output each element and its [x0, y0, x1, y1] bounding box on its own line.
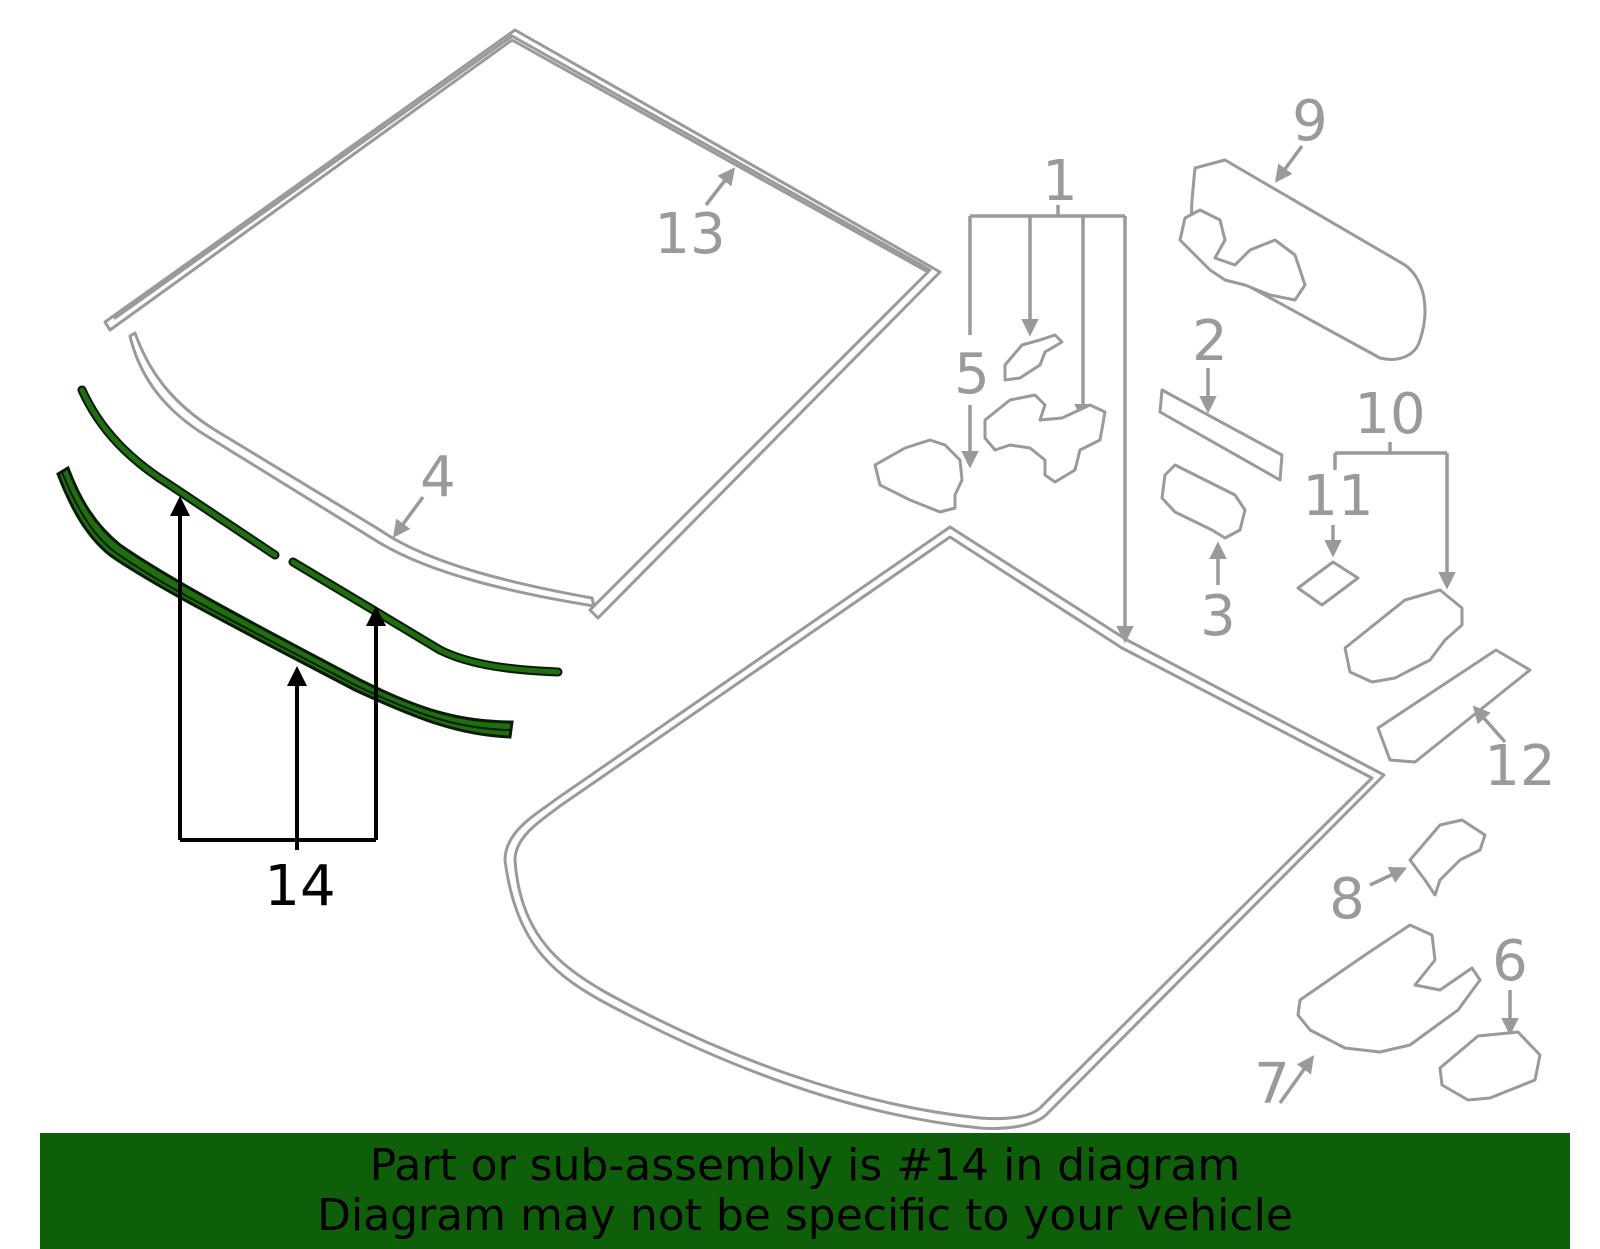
leader-9	[1274, 144, 1304, 183]
leader-10	[1333, 442, 1456, 590]
part-10	[1343, 588, 1464, 684]
callout-2: 2	[1192, 309, 1228, 374]
callout-10: 10	[1354, 382, 1425, 447]
callout-12: 12	[1484, 734, 1555, 799]
part-12	[1376, 648, 1532, 764]
callout-5: 5	[954, 342, 990, 407]
molding-13	[103, 28, 942, 620]
leader-4	[392, 495, 425, 538]
banner-line-1: Part or sub-assembly is #14 in diagram	[369, 1140, 1241, 1191]
banner-line-2: Diagram may not be specific to your vehi…	[317, 1190, 1293, 1241]
rearview-mirror-9	[1178, 158, 1427, 361]
leader-8	[1369, 867, 1408, 887]
part-6	[1438, 1030, 1542, 1102]
leader-12	[1472, 705, 1507, 744]
callout-6: 6	[1492, 929, 1528, 994]
part-7	[1296, 923, 1482, 1054]
windshield-glass	[503, 525, 1386, 1130]
callout-4: 4	[420, 445, 456, 510]
callout-1: 1	[1042, 149, 1078, 214]
callout-7: 7	[1254, 1052, 1290, 1117]
part-2	[1158, 388, 1284, 482]
callout-11: 11	[1302, 464, 1373, 529]
sensor-bracket-parts	[873, 333, 1107, 514]
molding-4	[128, 331, 596, 608]
callout-14: 14	[264, 854, 335, 919]
part-8	[1408, 818, 1487, 897]
callout-9: 9	[1292, 89, 1328, 154]
strip-14-lower	[56, 465, 514, 739]
leader-14	[170, 496, 386, 850]
callout-3: 3	[1200, 584, 1236, 649]
callout-8: 8	[1329, 867, 1365, 932]
strip-14-upper	[77, 385, 563, 677]
callout-13: 13	[654, 202, 725, 267]
info-banner: Part or sub-assembly is #14 in diagram D…	[40, 1133, 1570, 1249]
leader-1	[961, 205, 1134, 644]
leader-13	[704, 167, 736, 207]
part-11	[1296, 560, 1360, 607]
leader-7	[1278, 1055, 1315, 1105]
part-3	[1160, 463, 1247, 540]
